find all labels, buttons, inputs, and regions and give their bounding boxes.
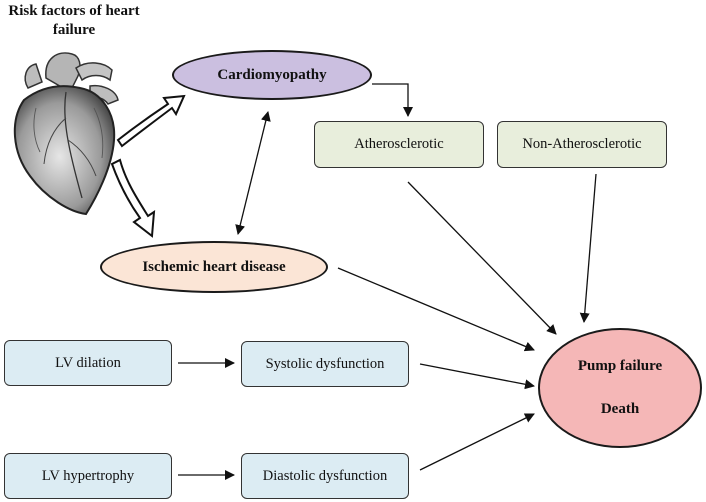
death-label: Death xyxy=(600,401,640,417)
atherosclerotic-node: Atherosclerotic xyxy=(314,121,484,168)
diastolic-dysfunction-node: Diastolic dysfunction xyxy=(241,453,409,499)
cardiomyopathy-node: Cardiomyopathy xyxy=(172,50,372,100)
heart-to-ischemic-arrow xyxy=(110,158,156,238)
non-atherosclerotic-node: Non-Atherosclerotic xyxy=(497,121,667,168)
systolic-dysfunction-node: Systolic dysfunction xyxy=(241,341,409,387)
athero-to-pump-arrow xyxy=(407,181,557,335)
diastolic-to-pump-arrow xyxy=(419,413,535,471)
nonathero-to-pump-arrow xyxy=(579,173,597,323)
ischemic-to-pump-arrow xyxy=(337,267,535,352)
cardio-ischemic-double-arrow xyxy=(235,111,271,235)
heart-to-cardiomyopathy-arrow xyxy=(116,94,186,148)
cardio-to-athero-arrow xyxy=(372,83,413,117)
anatomical-heart-icon xyxy=(13,52,119,216)
lv-dilation-node: LV dilation xyxy=(4,340,172,386)
pump-failure-death-node: Pump failure Death xyxy=(538,328,702,448)
lv-hypertrophy-node: LV hypertrophy xyxy=(4,453,172,499)
ischemic-heart-disease-node: Ischemic heart disease xyxy=(100,241,328,293)
diagram-title: Risk factors of heart failure xyxy=(8,3,140,38)
pump-failure-label: Pump failure xyxy=(577,358,663,374)
systolic-to-pump-arrow xyxy=(419,363,535,390)
